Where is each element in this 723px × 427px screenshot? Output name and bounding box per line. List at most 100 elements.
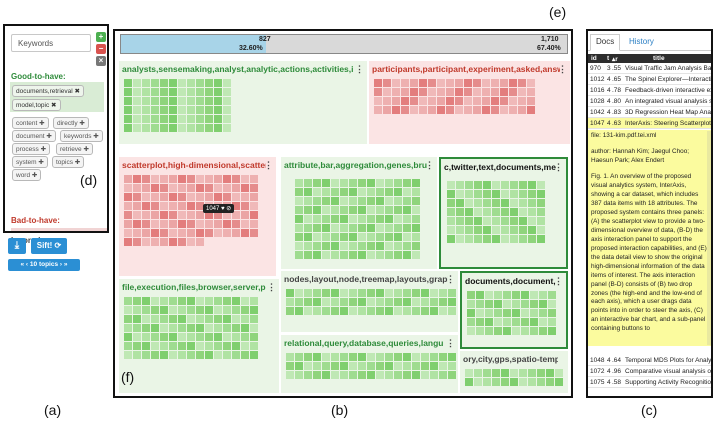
doc-square[interactable] <box>313 307 321 315</box>
doc-square[interactable] <box>483 369 491 377</box>
doc-square[interactable] <box>455 79 463 87</box>
doc-square[interactable] <box>437 79 445 87</box>
doc-square[interactable] <box>160 106 168 114</box>
doc-square[interactable] <box>492 226 500 234</box>
doc-square[interactable] <box>349 251 357 259</box>
doc-square[interactable] <box>214 324 222 332</box>
doc-square[interactable] <box>178 124 186 132</box>
doc-square[interactable] <box>539 327 547 335</box>
doc-square[interactable] <box>160 202 168 210</box>
doc-square[interactable] <box>528 208 536 216</box>
doc-square[interactable] <box>483 199 491 207</box>
doc-square[interactable] <box>313 188 321 196</box>
doc-square[interactable] <box>501 235 509 243</box>
doc-square[interactable] <box>385 307 393 315</box>
doc-square[interactable] <box>412 251 420 259</box>
doc-square[interactable] <box>483 226 491 234</box>
doc-square[interactable] <box>151 229 159 237</box>
doc-square[interactable] <box>214 106 222 114</box>
doc-square[interactable] <box>187 333 195 341</box>
doc-square[interactable] <box>537 199 545 207</box>
doc-square[interactable] <box>295 371 303 379</box>
doc-square[interactable] <box>467 309 475 317</box>
doc-square[interactable] <box>151 342 159 350</box>
download-button[interactable]: ⤓ <box>8 238 26 254</box>
doc-square[interactable] <box>394 233 402 241</box>
doc-square[interactable] <box>304 289 312 297</box>
doc-square[interactable] <box>349 371 357 379</box>
doc-square[interactable] <box>151 351 159 359</box>
doc-square[interactable] <box>474 199 482 207</box>
doc-square[interactable] <box>485 318 493 326</box>
doc-square[interactable] <box>196 79 204 87</box>
doc-square[interactable] <box>295 298 303 306</box>
doc-square[interactable] <box>430 353 438 361</box>
doc-square[interactable] <box>439 298 447 306</box>
doc-square[interactable] <box>331 307 339 315</box>
doc-square[interactable] <box>419 106 427 114</box>
doc-square[interactable] <box>385 298 393 306</box>
doc-square[interactable] <box>455 88 463 96</box>
doc-square[interactable] <box>528 199 536 207</box>
topic-cluster[interactable]: attribute,bar,aggregation,genes,bru ⋮ <box>281 157 437 269</box>
doc-square[interactable] <box>331 362 339 370</box>
doc-square[interactable] <box>476 327 484 335</box>
doc-square[interactable] <box>124 175 132 183</box>
doc-square[interactable] <box>151 202 159 210</box>
doc-square[interactable] <box>133 202 141 210</box>
doc-square[interactable] <box>403 371 411 379</box>
doc-square[interactable] <box>124 229 132 237</box>
doc-square[interactable] <box>376 179 384 187</box>
doc-square[interactable] <box>142 220 150 228</box>
doc-square[interactable] <box>510 235 518 243</box>
doc-square[interactable] <box>358 251 366 259</box>
doc-square[interactable] <box>178 315 186 323</box>
doc-square[interactable] <box>169 351 177 359</box>
doc-square[interactable] <box>331 371 339 379</box>
doc-square[interactable] <box>376 197 384 205</box>
doc-square[interactable] <box>331 233 339 241</box>
doc-square[interactable] <box>295 197 303 205</box>
doc-square[interactable] <box>124 211 132 219</box>
doc-square[interactable] <box>133 88 141 96</box>
suggested-tag[interactable]: directly ✚ <box>53 117 89 129</box>
doc-square[interactable] <box>214 79 222 87</box>
doc-square[interactable] <box>124 351 132 359</box>
doc-square[interactable] <box>358 233 366 241</box>
doc-square[interactable] <box>313 179 321 187</box>
doc-square[interactable] <box>510 199 518 207</box>
doc-square[interactable] <box>178 333 186 341</box>
doc-square[interactable] <box>464 79 472 87</box>
doc-square[interactable] <box>340 307 348 315</box>
doc-square[interactable] <box>250 220 258 228</box>
doc-square[interactable] <box>124 324 132 332</box>
doc-square[interactable] <box>521 318 529 326</box>
doc-square[interactable] <box>205 106 213 114</box>
doc-square[interactable] <box>214 97 222 105</box>
doc-square[interactable] <box>467 318 475 326</box>
doc-square[interactable] <box>537 217 545 225</box>
doc-square[interactable] <box>187 238 195 246</box>
doc-square[interactable] <box>241 193 249 201</box>
doc-square[interactable] <box>313 197 321 205</box>
doc-square[interactable] <box>205 220 213 228</box>
doc-square[interactable] <box>521 327 529 335</box>
doc-square[interactable] <box>385 289 393 297</box>
doc-square[interactable] <box>401 97 409 105</box>
doc-square[interactable] <box>295 188 303 196</box>
doc-square[interactable] <box>537 378 545 386</box>
doc-square[interactable] <box>160 351 168 359</box>
doc-square[interactable] <box>530 309 538 317</box>
doc-square[interactable] <box>367 353 375 361</box>
doc-square[interactable] <box>124 124 132 132</box>
doc-square[interactable] <box>169 88 177 96</box>
doc-square[interactable] <box>169 342 177 350</box>
doc-square[interactable] <box>394 197 402 205</box>
doc-square[interactable] <box>160 124 168 132</box>
doc-square[interactable] <box>385 215 393 223</box>
cluster-menu-icon[interactable]: ⋮ <box>554 276 563 286</box>
doc-square[interactable] <box>160 229 168 237</box>
